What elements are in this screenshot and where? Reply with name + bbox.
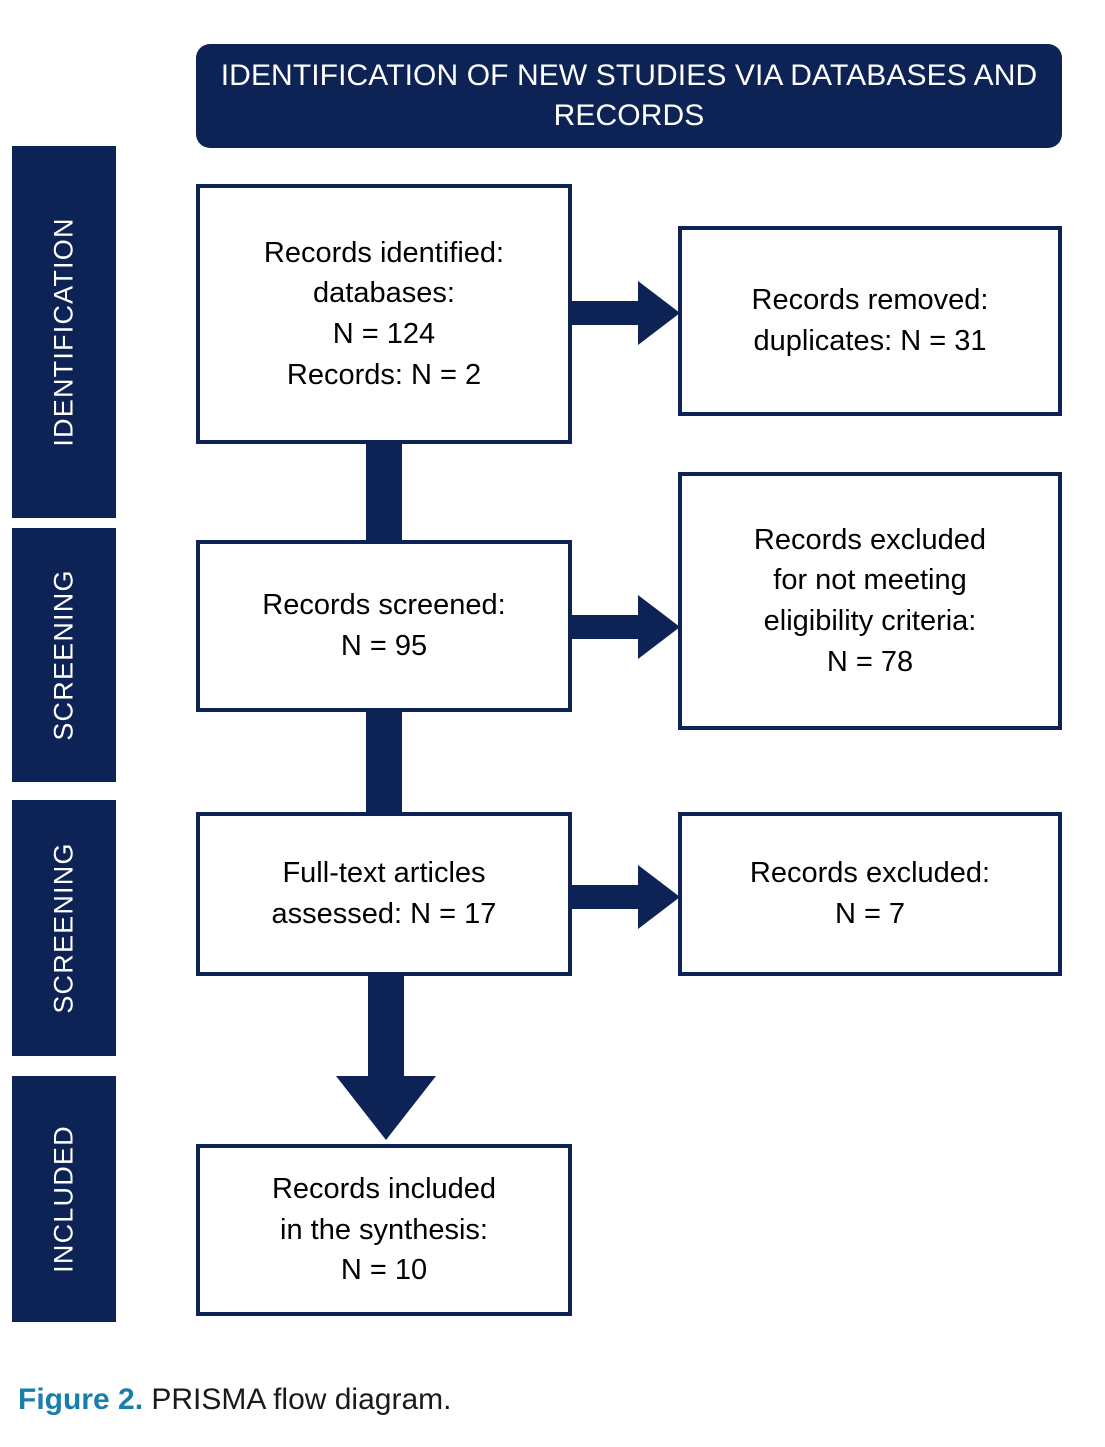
box-records-excluded-text: Records excluded:N = 7 xyxy=(749,857,991,930)
connector-screened-to-fulltext xyxy=(366,710,402,814)
box-records-screened-text: Records screened:N = 95 xyxy=(262,589,506,662)
figure-caption: Figure 2. PRISMA flow diagram. xyxy=(18,1383,451,1417)
box-records-removed-text: Records removed:duplicates: N = 31 xyxy=(751,284,989,357)
stage-label-screening-1: SCREENING xyxy=(48,569,79,741)
stage-bar-screening-1: SCREENING xyxy=(12,528,116,782)
arrow-identified-to-removed xyxy=(566,281,680,345)
header-title: IDENTIFICATION OF NEW STUDIES VIA DATABA… xyxy=(220,59,1038,132)
connector-identified-to-screened xyxy=(366,440,402,542)
box-records-screened: Records screened:N = 95 xyxy=(196,540,572,712)
figure-caption-text: PRISMA flow diagram. xyxy=(143,1383,452,1416)
stage-label-screening-2: SCREENING xyxy=(48,842,79,1014)
stage-bar-screening-2: SCREENING xyxy=(12,800,116,1056)
arrow-screened-to-excluded-eligibility xyxy=(566,595,680,659)
stage-label-identification: IDENTIFICATION xyxy=(48,217,79,447)
box-records-excluded: Records excluded:N = 7 xyxy=(678,812,1062,976)
box-records-removed: Records removed:duplicates: N = 31 xyxy=(678,226,1062,416)
figure-caption-label: Figure 2. xyxy=(18,1383,144,1416)
diagram-header-banner: IDENTIFICATION OF NEW STUDIES VIA DATABA… xyxy=(196,44,1062,148)
arrow-fulltext-to-excluded xyxy=(566,865,680,929)
stage-bar-identification: IDENTIFICATION xyxy=(12,146,116,518)
stage-label-included: INCLUDED xyxy=(48,1125,79,1273)
stage-bar-included: INCLUDED xyxy=(12,1076,116,1322)
arrow-fulltext-to-included xyxy=(336,972,436,1140)
